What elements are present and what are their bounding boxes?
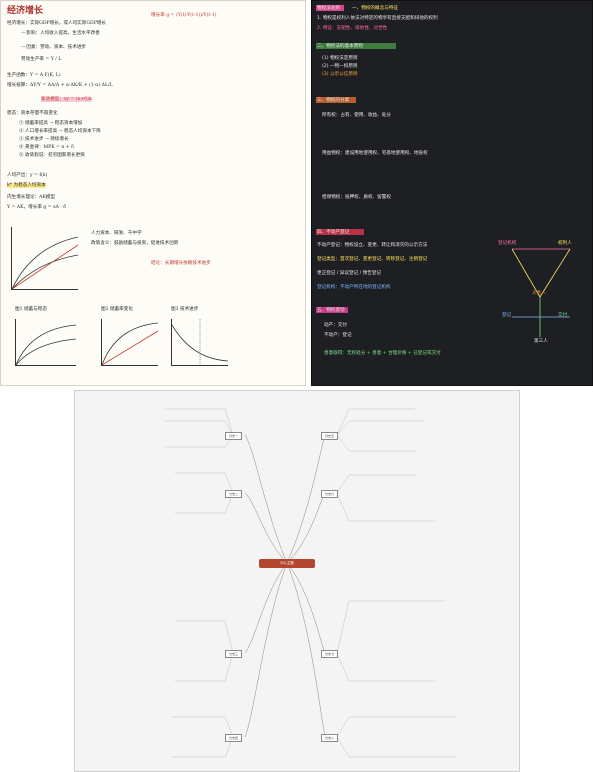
- section-heading: 五、物权变动: [317, 308, 345, 313]
- note-line: (2) 一物一权原则: [322, 64, 358, 69]
- steady-state-graph: [11, 227, 78, 290]
- mind-map-branch[interactable]: 分支八: [321, 734, 339, 742]
- savings-rate-graph: [101, 319, 158, 366]
- mind-map-connectors: [165, 408, 455, 758]
- notes-title: 经济增长: [7, 6, 44, 16]
- diagram-label: 第三人: [534, 339, 548, 344]
- mind-map-branch[interactable]: 分支三: [225, 650, 243, 658]
- mind-map-branch[interactable]: 分支一: [225, 432, 243, 440]
- note-line: ② 人口增长率提高 → 稳态人均资本下降: [19, 129, 101, 134]
- note-line: 1. 物权是权利人依法对特定的物享有直接支配和排他的权利: [317, 16, 438, 21]
- section-heading: 三、物权的分类: [317, 98, 350, 103]
- note-line: ⑤ 收敛假说：贫穷国家增长更快: [19, 153, 85, 158]
- note-line: ① 储蓄率提高 → 稳态资本增加: [19, 121, 83, 126]
- note-line: 用益物权：建设用地使用权、宅基地使用权、地役权: [322, 151, 428, 156]
- note-highlight: 索洛模型：sy = (n+δ)k: [41, 97, 92, 102]
- note-line: 不动产：登记: [324, 333, 352, 338]
- note-line: 动产：交付: [324, 323, 347, 328]
- note-line: 登记机构：不动产所在地的登记机构: [317, 285, 391, 290]
- mind-map-branch[interactable]: 分支七: [321, 650, 339, 658]
- graph-caption: 图2 储蓄率变化: [101, 307, 133, 312]
- note-line: 一、物权的概念与特征: [352, 6, 398, 11]
- note-line: 更正登记 / 异议登记 / 预告登记: [317, 271, 382, 276]
- note-line: 政策含义：鼓励储蓄与投资，促进技术创新: [91, 241, 179, 246]
- note-line: 劳动生产率 = Y / L: [21, 57, 62, 62]
- savings-graph: [15, 319, 76, 366]
- mind-map-center[interactable]: 中心主题: [259, 559, 315, 568]
- note-line: 担保物权：抵押权、质权、留置权: [322, 195, 391, 200]
- note-line: 生产函数：Y = A·F(K, L): [7, 73, 61, 78]
- note-line: 所有权：占有、使用、收益、处分: [322, 113, 391, 118]
- economics-notes-panel: 经济增长 经济增长：实际GDP增长，或人均实际GDP增长 增长率 g = (Y(…: [0, 0, 306, 386]
- note-line: (1) 物权法定原则: [322, 56, 358, 61]
- note-line: 2. 特征：支配性、排他性、对世性: [317, 26, 388, 31]
- note-line: 增长核算：ΔY/Y = ΔA/A + α·ΔK/K + (1-α)·ΔL/L: [7, 83, 113, 88]
- mind-map-branch[interactable]: 分支四: [225, 734, 243, 742]
- note-line: → 影响：人均收入提高，生活水平改善: [21, 31, 100, 36]
- note-line: ③ 技术进步 → 持续增长: [19, 137, 69, 142]
- graph-caption: 图3 技术进步: [171, 307, 199, 312]
- note-line: → 因素：劳动、资本、技术进步: [21, 45, 87, 50]
- graph-caption: 图1 储蓄与稳态: [15, 307, 47, 312]
- mind-map-panel: 中心主题 分支一 分支二 分支三 分支四 分支五 分支六 分支七 分支八: [74, 390, 520, 772]
- section-heading: 物权法总则: [317, 6, 340, 11]
- section-heading: 四、不动产登记: [317, 230, 350, 235]
- relationship-diagram: [511, 248, 571, 337]
- diagram-label: 权利人: [558, 241, 572, 246]
- note-line: 人均产出：y = f(k): [7, 173, 48, 178]
- note-formula: 增长率 g = (Y(t)-Y(t-1))/Y(t-1): [151, 13, 217, 18]
- property-law-notes-panel: 物权法总则 一、物权的概念与特征 1. 物权是权利人依法对特定的物享有直接支配和…: [311, 0, 593, 386]
- note-line: 内生增长理论：AK模型: [7, 195, 56, 200]
- note-line: Y = AK，增长率 g = sA - δ: [7, 205, 67, 210]
- note-line: 善意取得：无权处分 + 善意 + 合理价格 + 已登记或交付: [324, 351, 441, 356]
- mind-map-branch[interactable]: 分支六: [321, 490, 339, 498]
- note-line: (3) 公示公信原则: [322, 72, 358, 77]
- mind-map-branch[interactable]: 分支五: [321, 432, 339, 440]
- note-line: 登记类型：首次登记、变更登记、转移登记、注销登记: [317, 257, 428, 262]
- section-heading: 二、物权法的基本原则: [317, 44, 363, 49]
- diagram-label: 登记机构: [498, 241, 517, 246]
- note-line: ④ 黄金律：MPK = n + δ: [19, 145, 74, 150]
- diagram-label: 登记: [502, 313, 512, 318]
- note-line: k* 为稳态人均资本: [7, 183, 46, 188]
- note-line: 稳态：资本存量不再变化: [7, 111, 58, 116]
- note-line: 经济增长：实际GDP增长，或人均实际GDP增长: [7, 21, 106, 26]
- note-line: 不动产登记：物权设立、变更、转让和消灭的公示方法: [317, 243, 428, 248]
- diagram-label: 义务人: [532, 291, 546, 296]
- note-conclusion: 结论：长期增长依赖技术进步: [151, 261, 211, 266]
- diagram-label: 交付: [558, 313, 568, 318]
- technology-graph: [171, 319, 228, 366]
- mind-map-branch[interactable]: 分支二: [225, 490, 243, 498]
- note-line: 人力资本、研发、干中学: [91, 231, 142, 236]
